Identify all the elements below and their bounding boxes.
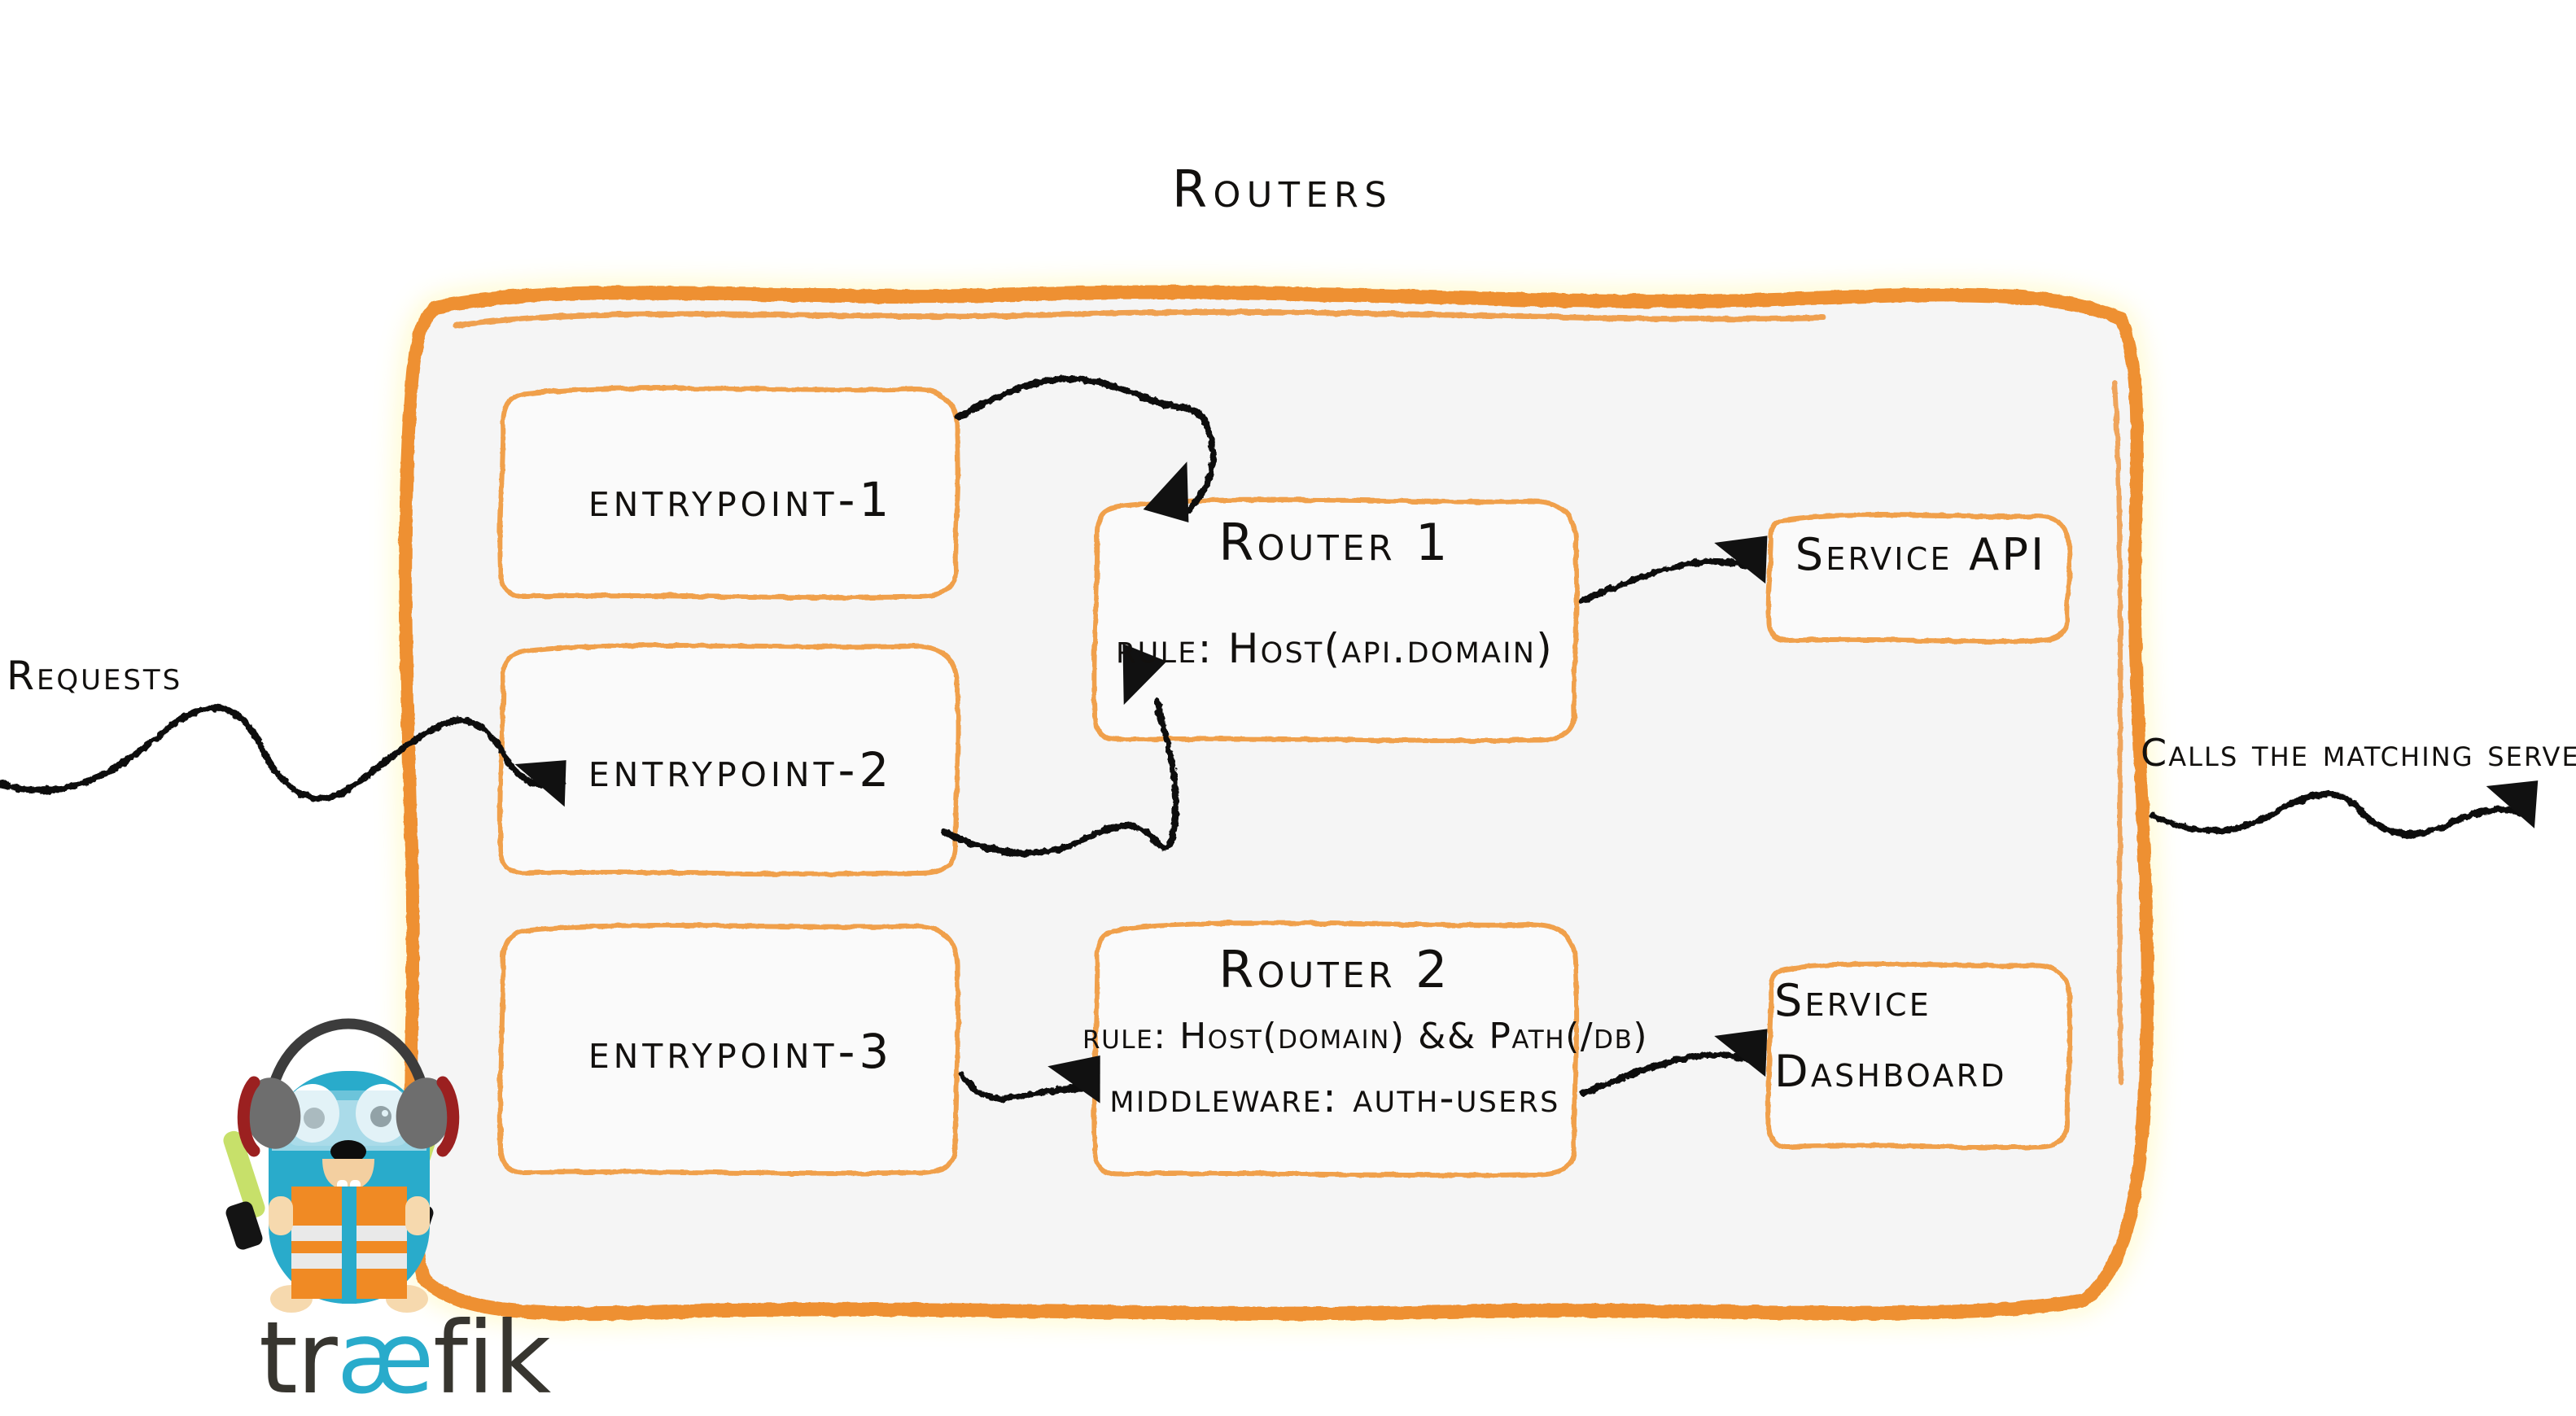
router-2-middleware: middleware: auth-users: [1109, 1074, 1560, 1121]
calls-matching-server-label: Calls the matching server: [2141, 731, 2576, 775]
router-2-title[interactable]: Router 2: [1218, 940, 1451, 999]
entrypoint-2-label[interactable]: entrypoint-2: [588, 742, 894, 798]
wordmark-part2: fik: [433, 1300, 551, 1416]
arrowheads: [514, 461, 2539, 1104]
flow-arrows: [0, 375, 2526, 1102]
wordmark-part1: tr: [259, 1300, 338, 1416]
traefik-gopher-mascot: [223, 1018, 460, 1313]
entrypoint-boxes: [497, 385, 961, 1177]
wordmark-ligature: æ: [336, 1300, 435, 1416]
router-1-title[interactable]: Router 1: [1218, 513, 1451, 572]
traefik-wordmark: træfik: [259, 1309, 551, 1408]
entrypoint-1-label[interactable]: entrypoint-1: [588, 472, 894, 527]
entrypoint-3-label[interactable]: entrypoint-3: [588, 1024, 894, 1079]
requests-label: Requests: [7, 653, 183, 699]
router-1-rule: rule: Host(api.domain): [1116, 625, 1554, 672]
service-dashboard-label-line1[interactable]: Service: [1774, 975, 1932, 1026]
service-dashboard-label-line2[interactable]: Dashboard: [1774, 1046, 2007, 1097]
service-boxes: [1765, 512, 2073, 1151]
service-api-label[interactable]: Service API: [1795, 529, 2047, 580]
router-2-rule: rule: Host(domain) && Path(/db): [1082, 1016, 1649, 1057]
page-title: Routers: [1172, 160, 1393, 219]
